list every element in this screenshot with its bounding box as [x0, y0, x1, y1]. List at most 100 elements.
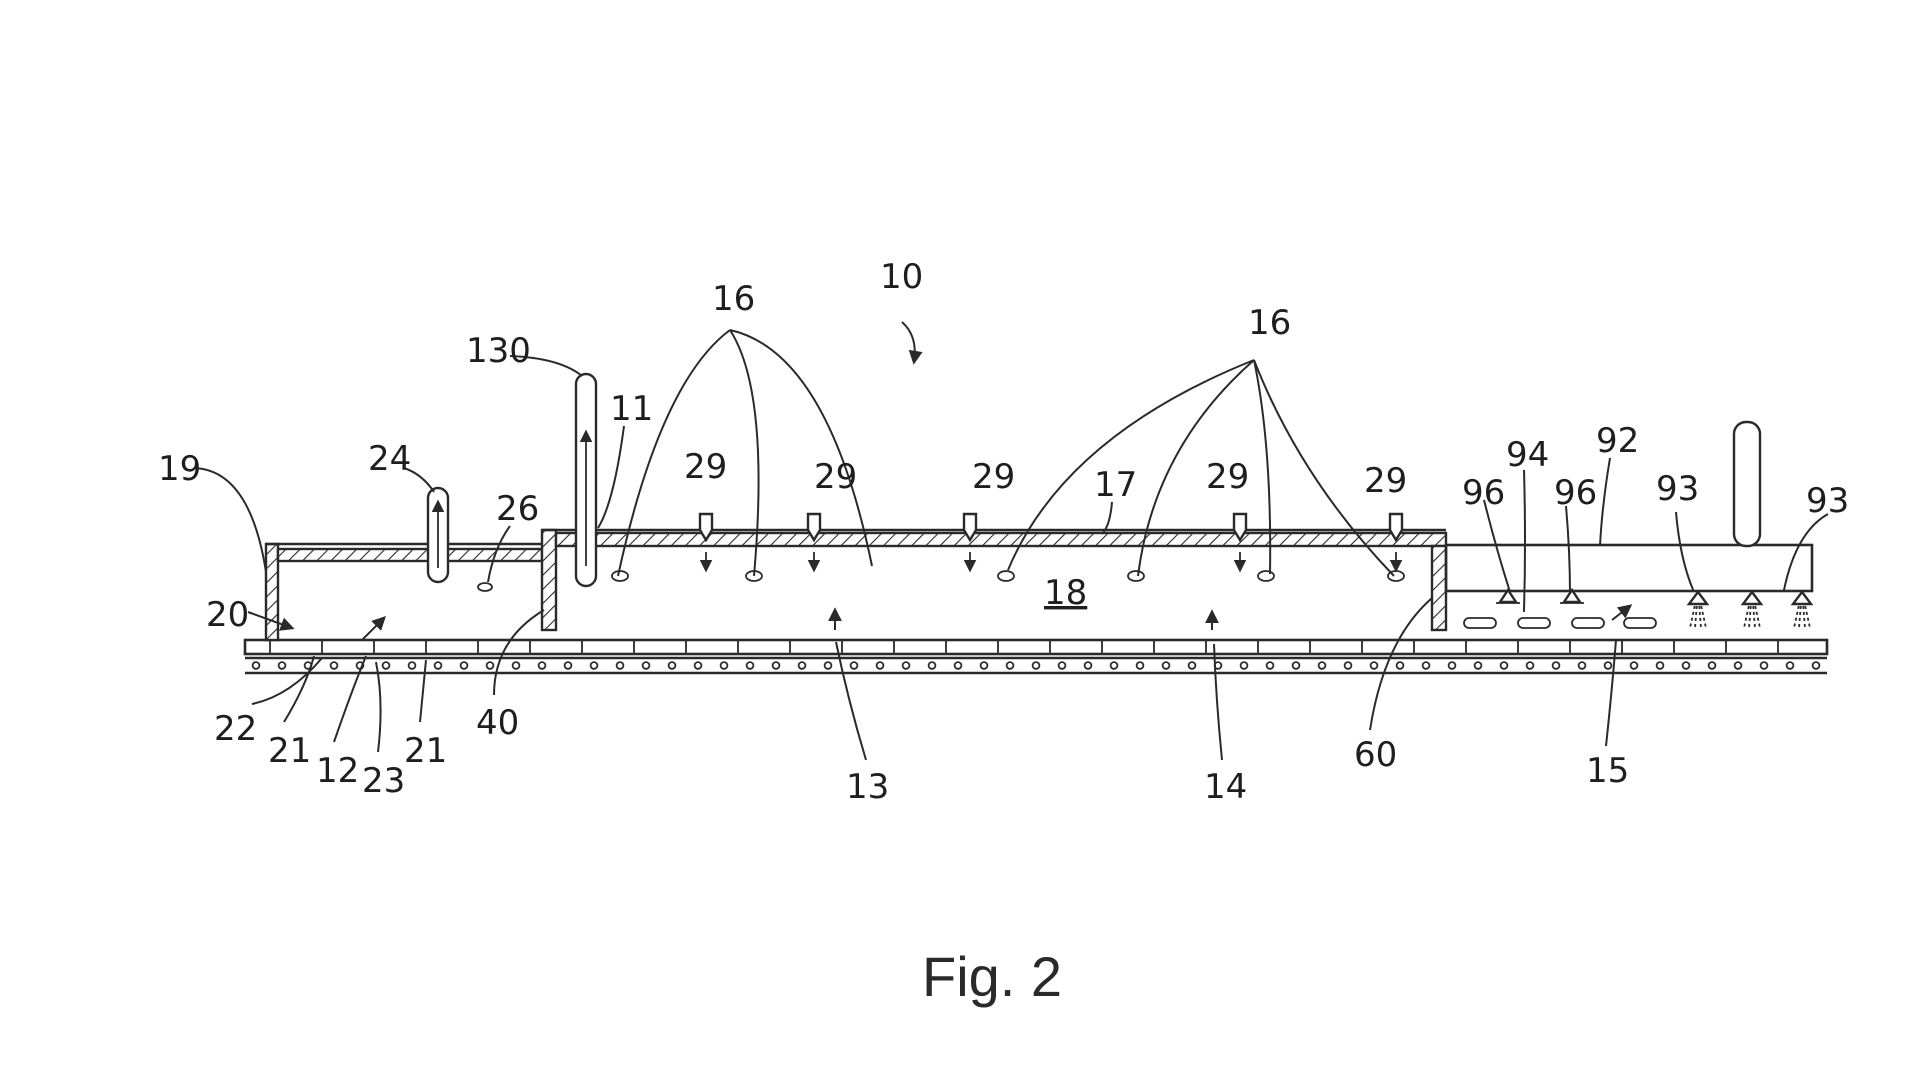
- roller: [1291, 661, 1301, 670]
- roller: [511, 661, 521, 670]
- roller: [1551, 661, 1561, 670]
- nozzle-16: [1127, 570, 1145, 582]
- leader-19: [193, 467, 267, 573]
- roller: [823, 661, 833, 670]
- label-29-a: 29: [684, 447, 727, 487]
- roller: [901, 661, 911, 670]
- entry-section: [264, 486, 558, 642]
- label-13: 13: [846, 767, 889, 807]
- arrow-10: [901, 321, 923, 365]
- label-94: 94: [1506, 435, 1549, 475]
- nozzle-16: [997, 570, 1015, 582]
- label-22: 22: [214, 709, 257, 749]
- label-40: 40: [476, 703, 519, 743]
- roller: [771, 661, 781, 670]
- leader-23: [375, 661, 382, 753]
- roller: [927, 661, 937, 670]
- label-11: 11: [610, 389, 653, 429]
- leader-96b: [1565, 505, 1571, 595]
- label-21-b: 21: [404, 731, 447, 771]
- roller: [1525, 661, 1535, 670]
- label-93-a: 93: [1656, 469, 1699, 509]
- cooling-stack: [1732, 420, 1762, 548]
- roller-94: [1517, 617, 1551, 629]
- cooling-nozzles: [1463, 587, 1814, 629]
- leader-14: [1213, 643, 1223, 761]
- spray-nozzle-93: [1790, 590, 1814, 606]
- roller: [1395, 661, 1405, 670]
- roller: [797, 661, 807, 670]
- main-roof-17: [554, 531, 1448, 548]
- leader-21a: [283, 655, 315, 723]
- injectors-29: [698, 512, 1404, 573]
- roller: [719, 661, 729, 670]
- roller: [1681, 661, 1691, 670]
- label-23: 23: [362, 761, 405, 801]
- roller: [1187, 661, 1197, 670]
- leader-93b: [1783, 513, 1829, 591]
- roller: [693, 661, 703, 670]
- roller: [1109, 661, 1119, 670]
- label-60: 60: [1354, 735, 1397, 775]
- roller: [1447, 661, 1457, 670]
- injector-29: [962, 512, 978, 543]
- roller: [979, 661, 989, 670]
- nozzle-96: [1561, 587, 1583, 604]
- leader-16-right: [1007, 359, 1395, 577]
- nozzle-16: [1257, 570, 1275, 582]
- label-29-d: 29: [1206, 457, 1249, 497]
- label-15: 15: [1586, 751, 1629, 791]
- roller: [1343, 661, 1353, 670]
- injector-29: [806, 512, 822, 543]
- end-wall-60: [1430, 544, 1448, 632]
- label-24: 24: [368, 439, 411, 479]
- leader-40: [493, 609, 545, 696]
- label-14: 14: [1204, 767, 1247, 807]
- leader-92: [1599, 457, 1611, 547]
- leader-12: [333, 655, 367, 743]
- roller: [407, 661, 417, 670]
- roller: [1707, 661, 1717, 670]
- nozzle-26: [477, 582, 493, 592]
- roller: [1057, 661, 1067, 670]
- spray-jet: [1804, 605, 1811, 629]
- roller: [641, 661, 651, 670]
- roller: [1421, 661, 1431, 670]
- roller: [1577, 661, 1587, 670]
- roller: [589, 661, 599, 670]
- roller: [537, 661, 547, 670]
- leader-26: [487, 525, 511, 583]
- roller: [1369, 661, 1379, 670]
- spray-jet: [1698, 605, 1702, 629]
- arrow-20: [247, 611, 295, 631]
- label-92: 92: [1596, 421, 1639, 461]
- roller: [1629, 661, 1639, 670]
- leader-15: [1605, 639, 1617, 747]
- leader-94: [1523, 469, 1526, 613]
- roller: [745, 661, 755, 670]
- roller: [329, 661, 339, 670]
- spray-jet: [1689, 605, 1696, 629]
- roller: [1265, 661, 1275, 670]
- spray-jet: [1748, 605, 1752, 629]
- leader-17: [1101, 501, 1113, 535]
- leader-60: [1369, 597, 1433, 731]
- label-96-a: 96: [1462, 473, 1505, 513]
- label-29-c: 29: [972, 457, 1015, 497]
- spray-jet: [1752, 605, 1756, 629]
- roller: [1785, 661, 1795, 670]
- roller: [1317, 661, 1327, 670]
- roller: [1083, 661, 1093, 670]
- label-17: 17: [1094, 465, 1137, 505]
- roller: [1759, 661, 1769, 670]
- nozzle-96: [1497, 587, 1519, 604]
- conveyor-belt-segments: [269, 640, 1779, 654]
- leader-16-left: [617, 329, 873, 577]
- roller: [1161, 661, 1171, 670]
- roller: [381, 661, 391, 670]
- roller: [459, 661, 469, 670]
- leader-22: [251, 657, 323, 705]
- roller: [875, 661, 885, 670]
- entry-roof: [276, 547, 544, 563]
